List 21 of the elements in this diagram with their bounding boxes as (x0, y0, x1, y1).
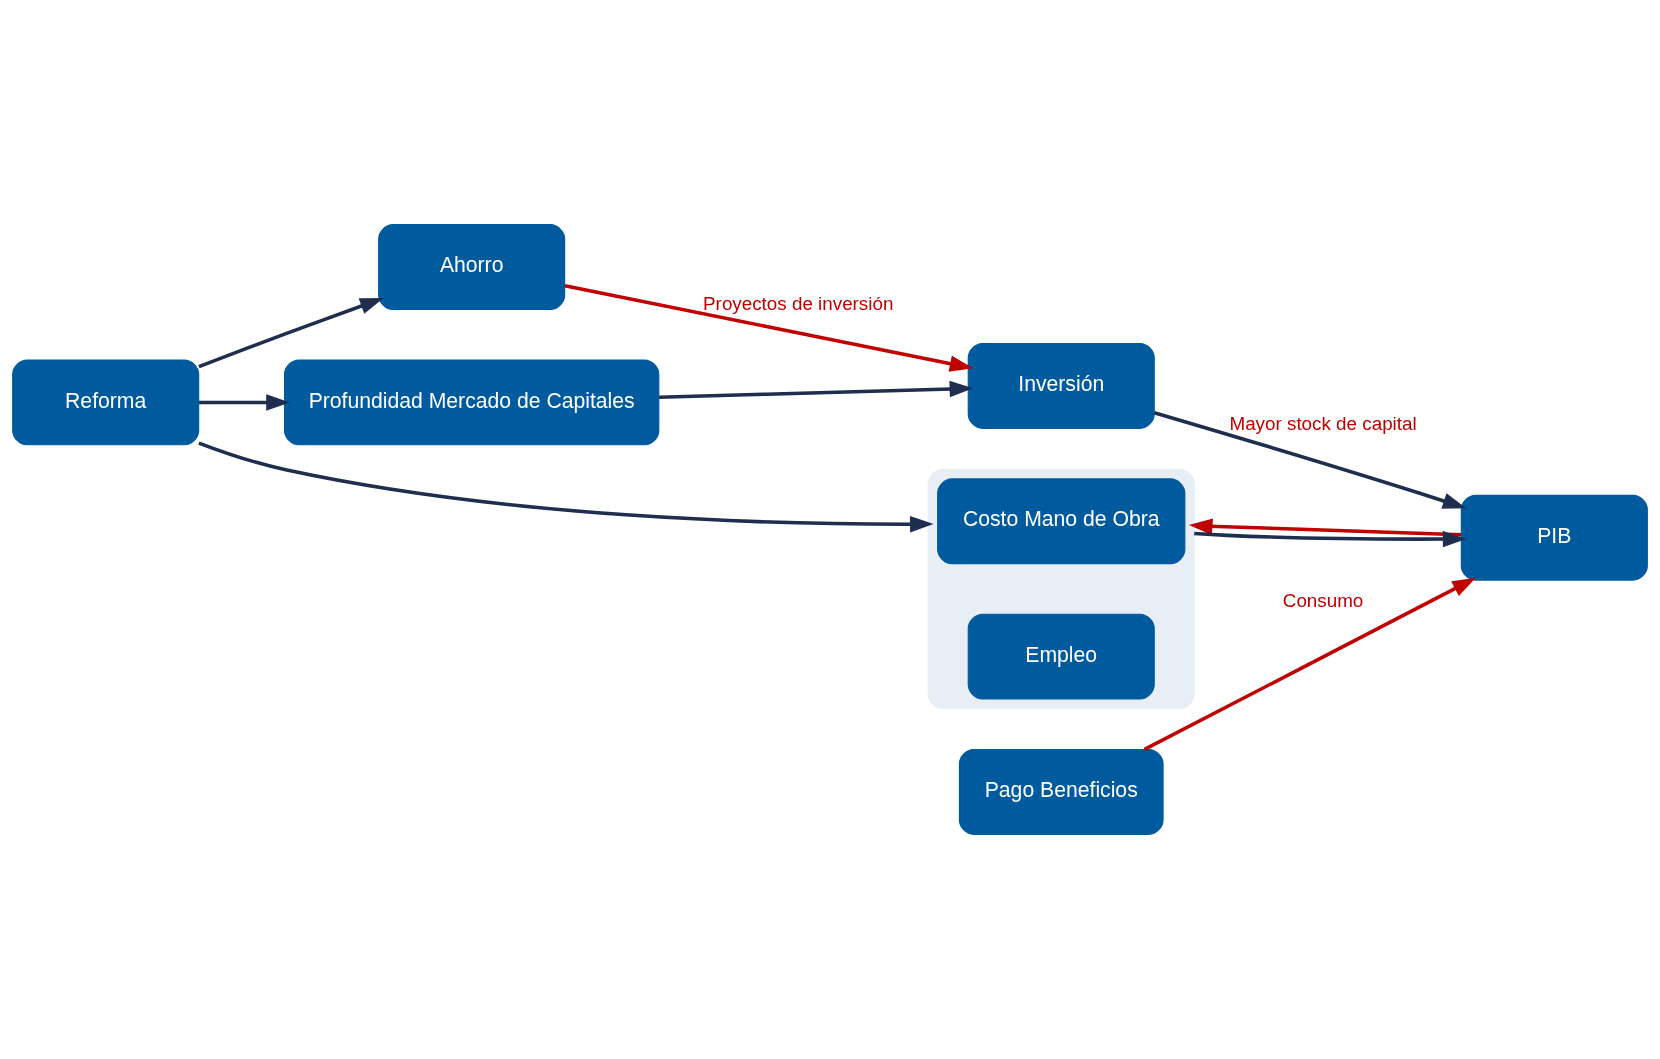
arrow (1143, 577, 1476, 751)
edge-label: Mayor stock de capital (1229, 413, 1417, 435)
node-box: Reforma (12, 359, 200, 446)
arrow (1153, 411, 1467, 509)
node-box: Ahorro (378, 224, 566, 311)
node-box: PIB (1460, 494, 1648, 581)
node-box: Empleo (967, 613, 1155, 700)
cluster (927, 468, 1195, 709)
node-box: Pago Beneficios (958, 748, 1164, 835)
edge-label: Proyectos de inversión (703, 293, 894, 315)
node-box: Costo Mano de Obra (937, 478, 1186, 565)
arrow (198, 298, 384, 369)
arrow (564, 284, 974, 372)
edge-label: Consumo (1282, 589, 1364, 611)
node-box: Profundidad Mercado de Capitales (283, 359, 660, 446)
arrow (1188, 518, 1462, 537)
arrow (198, 441, 934, 533)
arrow (659, 380, 974, 399)
node-box: Inversión (967, 342, 1155, 429)
arrow (1194, 530, 1467, 548)
arrow (199, 394, 290, 411)
